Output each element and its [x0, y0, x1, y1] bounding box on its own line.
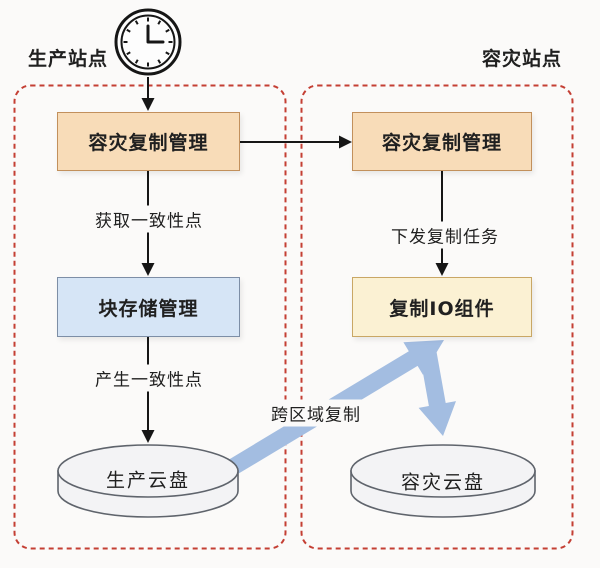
node-production-drm: 容灾复制管理	[57, 112, 240, 171]
dr-site-title: 容灾站点	[482, 48, 563, 70]
production-disk-cylinder	[57, 444, 239, 518]
edge-label-get-consistency: 获取一致性点	[92, 205, 206, 233]
dr-site-border	[300, 84, 574, 550]
edge-label-produce-consistency: 产生一致性点	[92, 364, 206, 392]
cross-region-label: 跨区域复制	[268, 399, 364, 427]
clock-icon	[114, 8, 182, 76]
node-dr-drm: 容灾复制管理	[352, 112, 532, 171]
production-disk-label: 生产云盘	[105, 469, 191, 492]
production-site-title: 生产站点	[28, 48, 109, 70]
production-site-border	[13, 84, 287, 550]
replication-down-arrow	[418, 345, 456, 436]
dr-disk-label: 容灾云盘	[400, 471, 486, 494]
edge-label-dispatch-task: 下发复制任务	[388, 221, 502, 249]
node-replication-io: 复制IO组件	[352, 277, 532, 337]
arrowheads	[141, 98, 449, 443]
node-block-storage: 块存储管理	[57, 277, 240, 337]
dr-disk-cylinder	[350, 444, 536, 518]
